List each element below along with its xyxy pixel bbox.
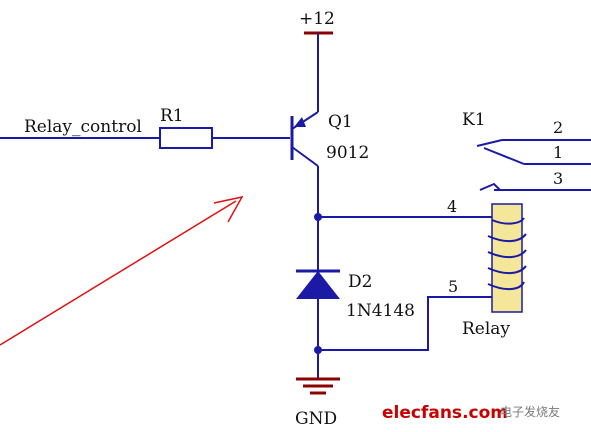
transistor-q1 [290,111,319,167]
watermark-tagline: 电子发烧友 [500,404,560,419]
ground-symbol [296,377,340,395]
transistor-q1-part: 9012 [326,143,369,163]
transistor-q1-label: Q1 [328,112,353,132]
watermark-site: elecfans [382,403,462,423]
relay-coil [487,203,527,313]
diode-d2 [296,269,340,299]
resistor-r1 [159,127,213,149]
annotation-arrow [0,195,244,346]
diode-d2-label: D2 [348,272,372,292]
pin-1-label: 1 [553,143,563,162]
supply-label: +12 [299,9,335,29]
resistor-r1-label: R1 [160,106,184,126]
diode-d2-part: 1N4148 [346,301,415,321]
pin-2-label: 2 [553,118,563,137]
pin-4-label: 4 [447,197,457,216]
watermark-domain: .com [462,403,508,423]
pin-3-label: 3 [553,169,563,188]
supply-terminal [304,31,333,112]
relay-caption: Relay [462,319,510,339]
relay-k1-label: K1 [462,110,486,130]
ground-label: GND [295,409,337,429]
pin-5-wire [318,296,492,351]
relay-control-label: Relay_control [24,117,142,137]
relay-contacts [476,139,591,191]
pin-5-label: 5 [448,277,458,296]
watermark-logo: elecfans.com [382,403,508,423]
